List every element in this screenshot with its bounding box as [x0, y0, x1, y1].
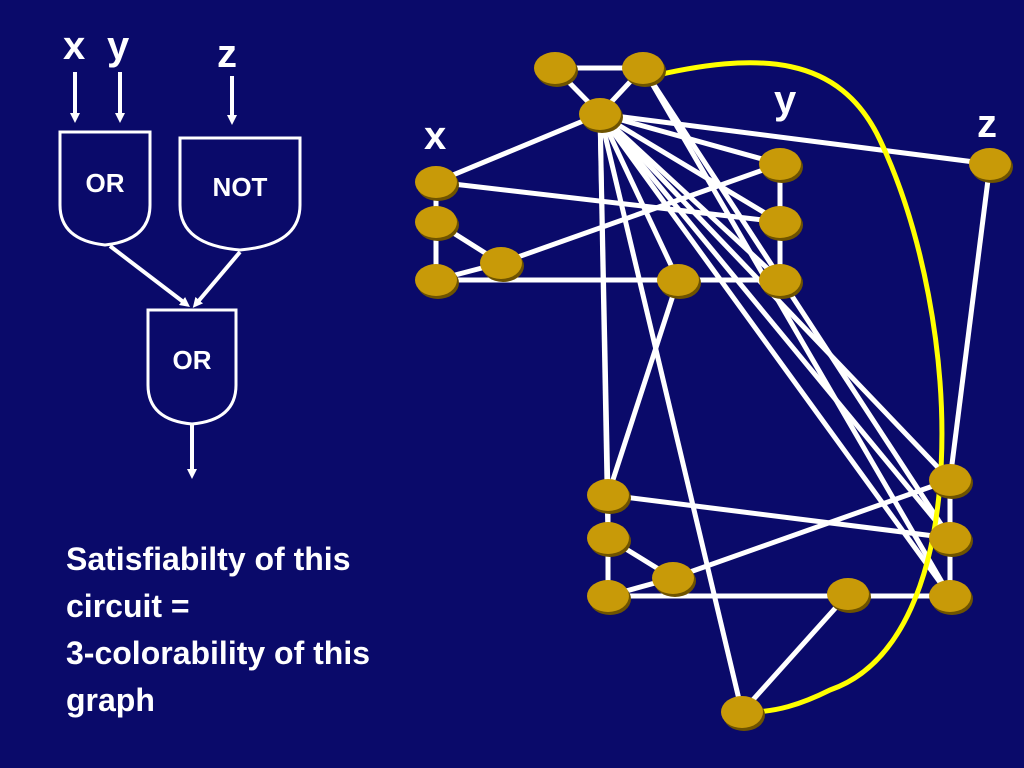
graph-edge-rm-bot	[740, 592, 850, 714]
graph-node-yb	[759, 206, 801, 238]
graph-edge-ym-la	[605, 279, 681, 496]
wire-not-to-or2	[192, 250, 242, 308]
graph-node-rm	[827, 578, 869, 610]
graph-node-t1	[534, 52, 576, 84]
graph-node-la	[587, 479, 629, 511]
graph-edge-t3-lb	[597, 113, 611, 539]
graph-edge-xd-ya	[500, 161, 781, 266]
or-gate-2-shape	[146, 308, 238, 426]
graph-node-t3	[579, 98, 621, 130]
graph-edge-t3-xa	[435, 111, 601, 185]
graph-label-x: x	[424, 114, 447, 158]
graph-node-xc	[415, 264, 457, 296]
graph-edge-t3-bot	[597, 113, 745, 713]
wire-or1-to-or2	[108, 244, 190, 308]
graph-node-z	[969, 148, 1011, 180]
graph-node-ra	[929, 464, 971, 496]
graph-edge-t2-rc	[640, 66, 953, 598]
graph-node-xd	[480, 247, 522, 279]
graph-label-y: y	[774, 78, 797, 122]
caption-line-3: 3-colorability of this	[66, 635, 371, 671]
graph-edge-t2-rb	[640, 66, 953, 540]
graph-edge-ld-ra	[672, 477, 951, 581]
or-gate-1-label: OR	[85, 168, 125, 198]
graph-edge-t3-z	[599, 111, 991, 167]
graph-label-z: z	[977, 102, 997, 146]
graph-node-ld	[652, 562, 694, 594]
graph-edge-la-rb	[607, 492, 951, 541]
not-gate-label: NOT	[212, 172, 268, 202]
graph-node-yc	[759, 264, 801, 296]
not-gate-shape	[178, 136, 302, 252]
graph-edge-t3-yb	[598, 111, 782, 225]
graph-node-t2	[622, 52, 664, 84]
caption-line-2: circuit =	[66, 588, 190, 624]
graph-edge-xa-yb	[435, 179, 781, 225]
graph-edge-t3-rc	[597, 112, 953, 598]
graph-node-bot	[721, 696, 763, 728]
graph-node-xa	[415, 166, 457, 198]
graph-node-rb	[929, 522, 971, 554]
graph-node-ym	[657, 264, 699, 296]
graph-node-lc	[587, 580, 629, 612]
graph-edge-t3-ym	[597, 112, 681, 282]
graph-edges	[433, 65, 993, 714]
or-gate-1-shape	[58, 130, 152, 247]
graph-node-lb	[587, 522, 629, 554]
or-gate-2-label: OR	[172, 345, 212, 375]
graph-nodes	[415, 52, 1013, 731]
caption: Satisfiabilty of this circuit = 3-colora…	[66, 536, 486, 724]
graph-node-xb	[415, 206, 457, 238]
circuit-input-x-label: x	[63, 24, 86, 68]
highlight-curve-edge	[644, 60, 945, 715]
caption-line-1: Satisfiabilty of this	[66, 541, 351, 577]
graph-node-rc	[929, 580, 971, 612]
caption-line-4: graph	[66, 682, 155, 718]
graph-node-ya	[759, 148, 801, 180]
circuit-input-z-label: z	[217, 32, 237, 76]
circuit-input-y-label: y	[107, 24, 130, 68]
graph-edge-z-ra	[947, 163, 993, 481]
graph-edge-t3-rb	[598, 112, 952, 540]
